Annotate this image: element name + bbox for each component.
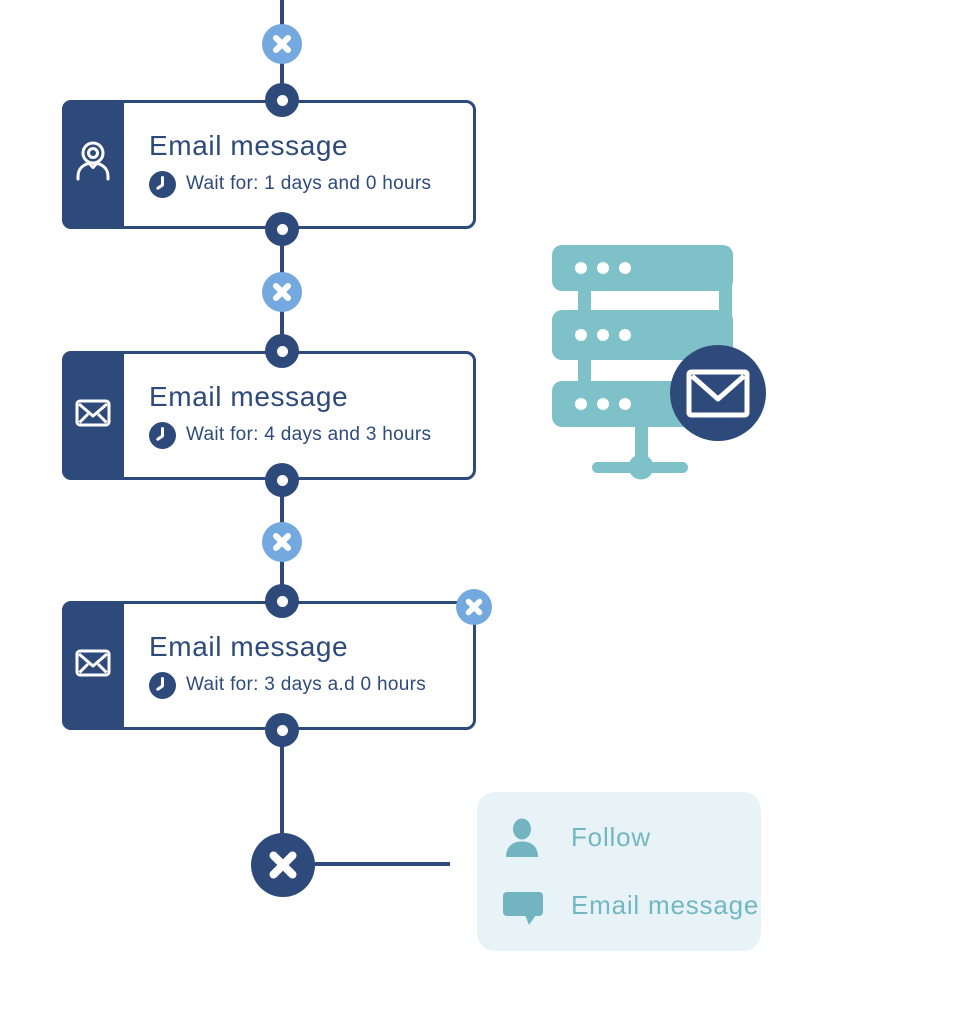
card-icon-sidebar [62,100,124,229]
connector-port[interactable] [265,212,299,246]
flow-step-card-3[interactable]: Email message Wait for: 3 days a.d 0 hou… [62,601,476,730]
action-menu: Follow Email message [477,792,761,951]
x-icon [273,35,291,53]
step-title: Email message [149,381,349,413]
flow-step-card-1[interactable]: Email message Wait for: 1 days and 0 hou… [62,100,476,229]
x-icon [273,533,291,551]
flow-step-card-2[interactable]: Email message Wait for: 4 days and 3 hou… [62,351,476,480]
branch-connector-line [300,862,450,866]
x-icon [273,283,291,301]
end-node-button[interactable] [251,833,315,897]
x-icon [269,851,297,879]
x-connector-button[interactable] [262,24,302,64]
wait-duration-label: Wait for: 4 days and 3 hours [186,424,432,446]
user-icon [506,818,538,857]
card-icon-sidebar [62,351,124,480]
clock-icon [149,421,176,449]
connector-port[interactable] [265,713,299,747]
menu-item-label: Email message [571,890,760,920]
envelope-icon [70,640,116,691]
delete-step-button[interactable] [456,589,492,625]
connector-port[interactable] [265,83,299,117]
user-icon [70,139,116,190]
menu-item-label: Follow [571,822,651,852]
clock-icon [149,170,176,198]
wait-duration-label: Wait for: 3 days a.d 0 hours [186,674,427,696]
menu-item-email-message[interactable]: Email message [501,884,761,928]
envelope-icon [70,390,116,441]
email-badge [670,345,766,441]
wait-duration-label: Wait for: 1 days and 0 hours [186,173,432,195]
step-title: Email message [149,631,349,663]
connector-port[interactable] [265,463,299,497]
card-icon-sidebar [62,601,124,730]
x-connector-button[interactable] [262,272,302,312]
menu-item-follow[interactable]: Follow [501,816,761,860]
connector-port[interactable] [265,334,299,368]
clock-icon [149,671,176,699]
step-title: Email message [149,130,349,162]
x-icon [465,598,483,616]
mail-server-illustration [552,245,766,480]
chat-bubble-icon [503,891,543,925]
x-connector-button[interactable] [262,522,302,562]
connector-port[interactable] [265,584,299,618]
